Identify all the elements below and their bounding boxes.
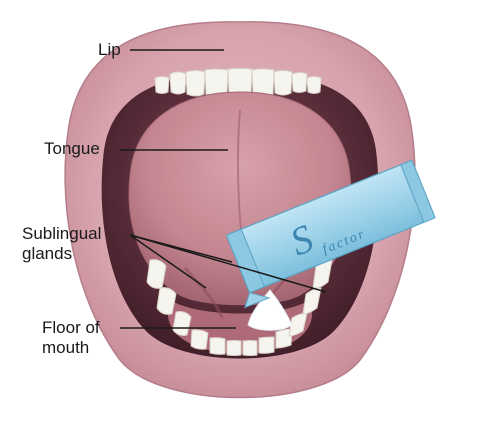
lower-teeth — [146, 259, 333, 356]
upper-teeth — [154, 68, 322, 99]
sublingual-glands-left — [183, 267, 224, 319]
lip-label: Lip — [98, 40, 121, 59]
floor-label-line2: mouth — [42, 338, 90, 357]
sublingual-leader-3 — [129, 234, 327, 293]
floor-label-line1: Floor of — [42, 318, 100, 337]
tongue-label: Tongue — [44, 139, 100, 158]
s-factor-packet: S factor — [225, 159, 436, 309]
powder — [247, 289, 293, 331]
sublingual-label-line2: glands — [22, 244, 73, 263]
sublingual-label-line1: Sublingual — [22, 224, 102, 243]
sublingual-leader-1 — [129, 234, 207, 289]
leader-lines — [120, 49, 327, 329]
